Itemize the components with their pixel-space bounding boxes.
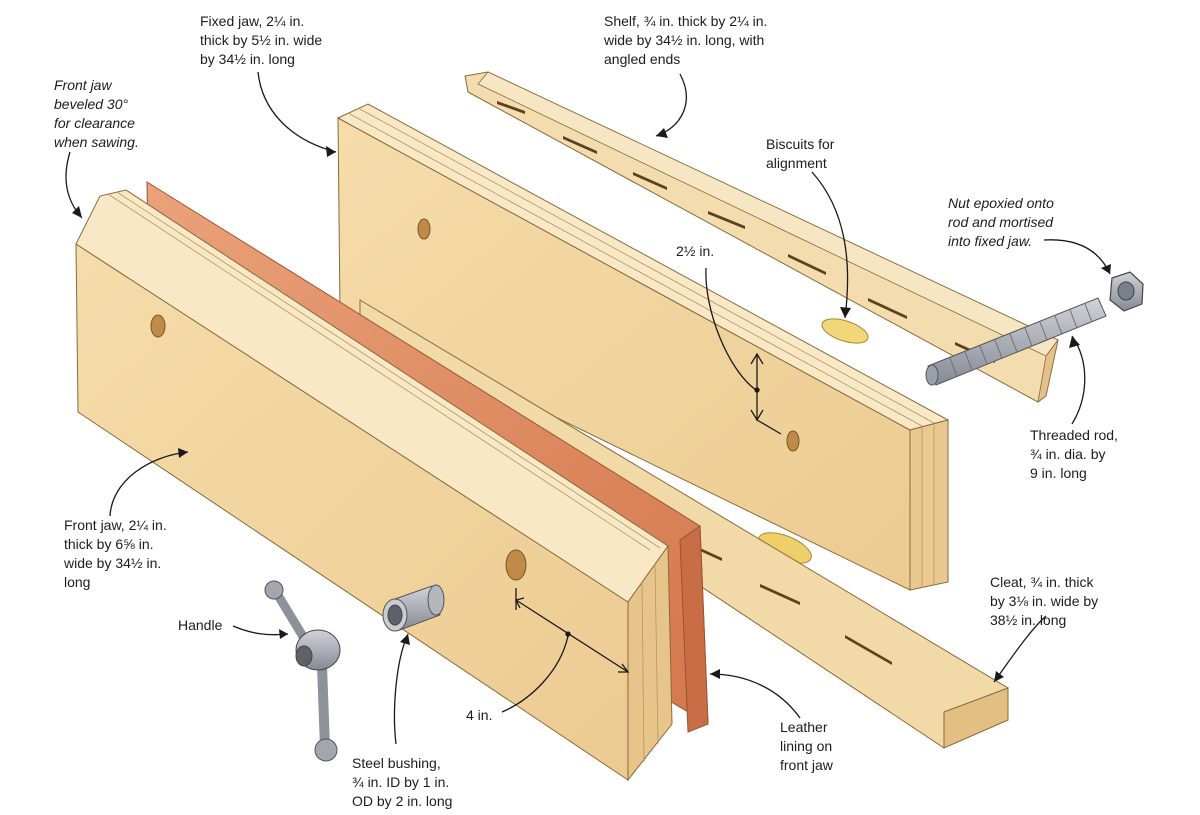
hex-nut: [1109, 271, 1144, 312]
label-dimension-2-5-in: 2½ in.: [676, 243, 714, 259]
label-dimension-4-in: 4 in.: [466, 707, 492, 723]
label-steel-bushing: Steel bushing, ¾ in. ID by 1 in. OD by 2…: [352, 755, 453, 809]
label-biscuits: Biscuits for alignment: [766, 136, 838, 171]
label-front-jaw: Front jaw, 2¼ in. thick by 6⅝ in. wide b…: [63, 517, 171, 590]
fixed-jaw: [336, 103, 950, 591]
dimension-2-5-in: [750, 352, 782, 435]
steel-bushing: [382, 584, 445, 632]
threaded-rod: [925, 297, 1107, 386]
handle: [264, 580, 341, 762]
label-cleat: Cleat, ¾ in. thick by 3⅛ in. wide by 38½…: [990, 574, 1102, 628]
label-handle: Handle: [178, 617, 223, 633]
label-shelf: Shelf, ¾ in. thick by 2¼ in. wide by 34½…: [603, 13, 771, 67]
leader-lines: [65, 71, 1111, 745]
shelf: [464, 71, 1059, 403]
cleat-biscuit-slots: [700, 548, 892, 665]
label-nut: Nut epoxied onto rod and mortised into f…: [948, 195, 1058, 249]
biscuit-upper: [821, 318, 869, 344]
label-leather-lining: Leather lining on front jaw: [780, 719, 836, 773]
label-front-jaw-bevel: Front jaw beveled 30° for clearance when…: [54, 77, 139, 150]
label-fixed-jaw: Fixed jaw, 2¼ in. thick by 5½ in. wide b…: [200, 13, 326, 67]
label-threaded-rod: Threaded rod, ¾ in. dia. by 9 in. long: [1030, 427, 1122, 481]
dimension-4-in: [515, 588, 630, 673]
front-jaw: [75, 189, 673, 782]
